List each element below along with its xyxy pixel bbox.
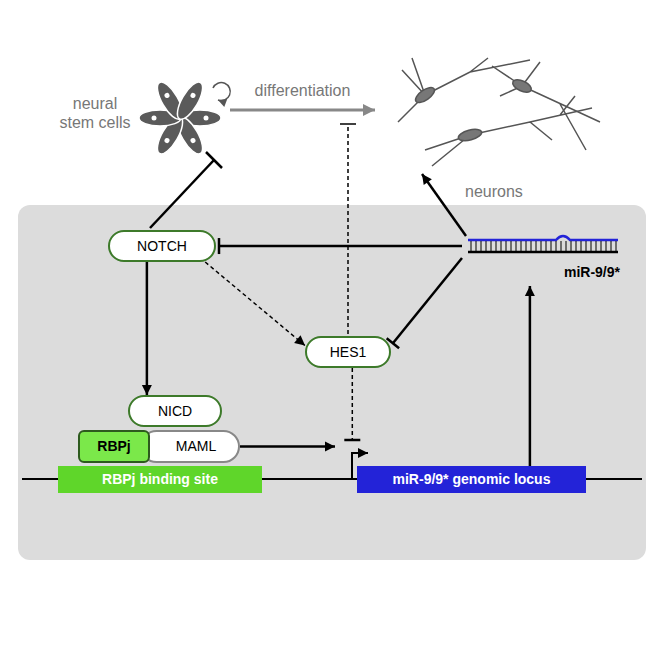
base-pair-tick xyxy=(516,241,517,251)
cell-label-group: neural stem cells xyxy=(55,80,230,156)
protein-pill: NOTCH xyxy=(108,230,216,262)
base-pair-tick xyxy=(536,241,537,251)
node-label: NOTCH xyxy=(137,238,187,255)
neuron-illustration xyxy=(398,58,600,166)
pathway-panel xyxy=(18,205,646,560)
base-pair-tick xyxy=(571,241,572,251)
base-pair-tick xyxy=(476,241,477,251)
base-pair-tick xyxy=(531,241,532,251)
mirna-label-box: miR-9/9* xyxy=(462,232,622,284)
base-pair-tick xyxy=(541,241,542,251)
base-pair-tick xyxy=(506,241,507,251)
base-pair-tick xyxy=(566,241,567,251)
activation-connector xyxy=(240,445,335,448)
base-pair-tick xyxy=(546,241,547,251)
base-pair-tick xyxy=(561,241,562,251)
base-pair-tick xyxy=(606,241,607,251)
base-pair-tick xyxy=(581,241,582,251)
node-label: miR-9/9* genomic locus xyxy=(393,471,551,488)
cell-nucleus xyxy=(152,116,157,121)
cell-nucleus xyxy=(190,92,197,99)
dashed-inhibition-line xyxy=(347,124,349,334)
base-pair-tick xyxy=(601,241,602,251)
base-pair-tick xyxy=(616,241,617,251)
inhibition-bar xyxy=(340,123,356,125)
base-pair-tick xyxy=(496,241,497,251)
cell-nucleus xyxy=(190,137,197,144)
mirna-star-strand xyxy=(468,251,618,254)
edge-label: differentiation xyxy=(255,81,351,100)
mirna-hairpin xyxy=(468,236,618,252)
inhibition-connector xyxy=(219,245,462,248)
base-pair-tick xyxy=(591,241,592,251)
base-pair-tick xyxy=(576,241,577,251)
neuron-body xyxy=(511,77,533,95)
neuron-body xyxy=(413,85,437,106)
cell-type-label: neural stem cells xyxy=(55,94,135,132)
base-pair-tick xyxy=(551,241,552,251)
base-pair-tick xyxy=(596,241,597,251)
base-pair-tick xyxy=(501,241,502,251)
stem-cell-rosette xyxy=(139,78,221,157)
node-label: RBPj xyxy=(97,438,130,455)
base-pair-tick xyxy=(511,241,512,251)
protein-pill: HES1 xyxy=(305,336,391,368)
protein-box: RBPj xyxy=(78,430,150,463)
base-pair-tick xyxy=(491,241,492,251)
genomic-locus-band: miR-9/9* genomic locus xyxy=(357,466,586,493)
base-pair-ticks xyxy=(471,241,616,251)
node-label: NICD xyxy=(158,403,192,420)
neuron-processes xyxy=(398,58,530,122)
protein-pill: MAML xyxy=(140,430,240,463)
node-label: RBPj binding site xyxy=(102,471,218,488)
base-pair-tick xyxy=(486,241,487,251)
base-pair-tick xyxy=(586,241,587,251)
base-pair-tick xyxy=(471,241,472,251)
node-label: miR-9/9* xyxy=(564,264,620,281)
cell-label-group: neurons xyxy=(375,50,610,202)
activation-connector xyxy=(529,286,532,466)
inhibition-line xyxy=(150,160,214,228)
self-renewal-arrow xyxy=(213,83,230,101)
neuron-body xyxy=(457,127,483,143)
stem-cell xyxy=(173,78,208,122)
cell-nucleus xyxy=(164,92,171,99)
cell-nucleus xyxy=(204,116,209,121)
mirna-strand xyxy=(468,236,618,240)
dashed-inhibition-connector xyxy=(352,368,354,440)
base-pair-tick xyxy=(526,241,527,251)
inhibition-connector xyxy=(393,258,462,343)
node-label: MAML xyxy=(176,438,216,455)
node-label: HES1 xyxy=(330,344,367,361)
base-pair-tick xyxy=(521,241,522,251)
protein-pill: NICD xyxy=(128,395,222,427)
inhibition-bar xyxy=(206,152,222,168)
activation-arrow xyxy=(422,174,466,236)
base-pair-tick xyxy=(481,241,482,251)
base-pair-tick xyxy=(611,241,612,251)
dashed-activation-connector xyxy=(205,262,305,346)
differentiation-arrow xyxy=(230,109,375,112)
activation-connector xyxy=(146,262,149,395)
neuron-processes xyxy=(492,62,600,150)
cell-nucleus xyxy=(164,137,171,144)
base-pair-tick xyxy=(556,241,557,251)
cell-type-label: neurons xyxy=(465,182,523,201)
binding-site-band: RBPj binding site xyxy=(58,466,262,493)
